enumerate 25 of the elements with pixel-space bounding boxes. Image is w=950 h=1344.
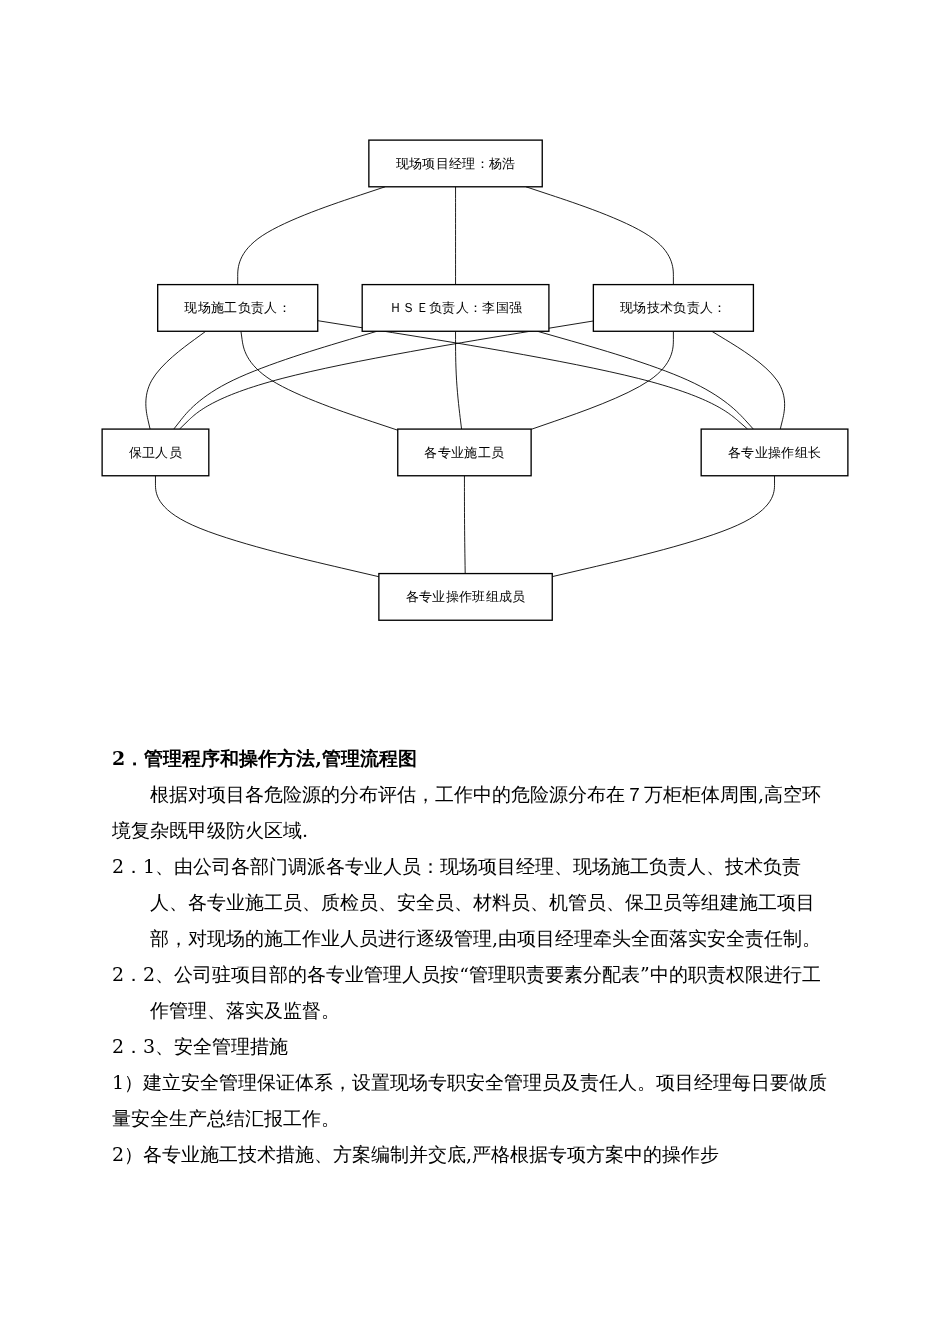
paragraph: 2．2、公司驻项目部的各专业管理人员按“管理职责要素分配表”中的职责权限进行工作管理、落实及监督。 xyxy=(112,962,822,1023)
connector xyxy=(145,330,207,430)
node-box: 各专业操作组长 xyxy=(700,428,849,477)
paragraph: 2．1、由公司各部门调派各专业人员：现场项目经理、现场施工负责人、技术负责人、各专业施工员、质检员、安全员、材料员、机管员、保卫员等组建施工项目部，对现场的施工作业人员进行逐级管理,由项目经理牵头全面落实安全责任制。 xyxy=(112,854,823,951)
node-box: 保卫人员 xyxy=(101,428,210,477)
node-box: 现场施工负责人： xyxy=(157,283,319,332)
paragraph: 2．3、安全管理措施 xyxy=(112,1034,290,1059)
connector xyxy=(525,186,674,285)
paragraph: 根据对项目各危险源的分布评估，工作中的危险源分布在７万柜柜体周围,高空环境复杂既甲级防火区域. xyxy=(112,782,823,843)
node-box: 各专业操作班组成员 xyxy=(378,572,553,621)
node-box: 各专业施工员 xyxy=(397,428,532,477)
connector xyxy=(711,330,786,430)
connector xyxy=(179,320,594,430)
connector xyxy=(464,475,466,574)
connector xyxy=(530,330,674,430)
section-heading: 2．管理程序和操作方法,管理流程图 xyxy=(112,746,418,771)
connector xyxy=(455,330,462,430)
connector xyxy=(455,186,456,285)
connector xyxy=(317,320,749,430)
paragraph: 1）建立安全管理保证体系，设置现场专职安全管理员及责任人。项目经理每日要做质量安全生产总结汇报工作。 xyxy=(112,1070,829,1131)
node-box: 现场技术负责人： xyxy=(592,283,755,332)
connector xyxy=(237,186,386,285)
paragraph: 2）各专业施工技术措施、方案编制并交底,严格根据专项方案中的操作步 xyxy=(112,1142,721,1167)
node-box: ＨＳＥ负责人：李国强 xyxy=(361,283,550,332)
node-box: 现场项目经理：杨浩 xyxy=(368,139,543,188)
